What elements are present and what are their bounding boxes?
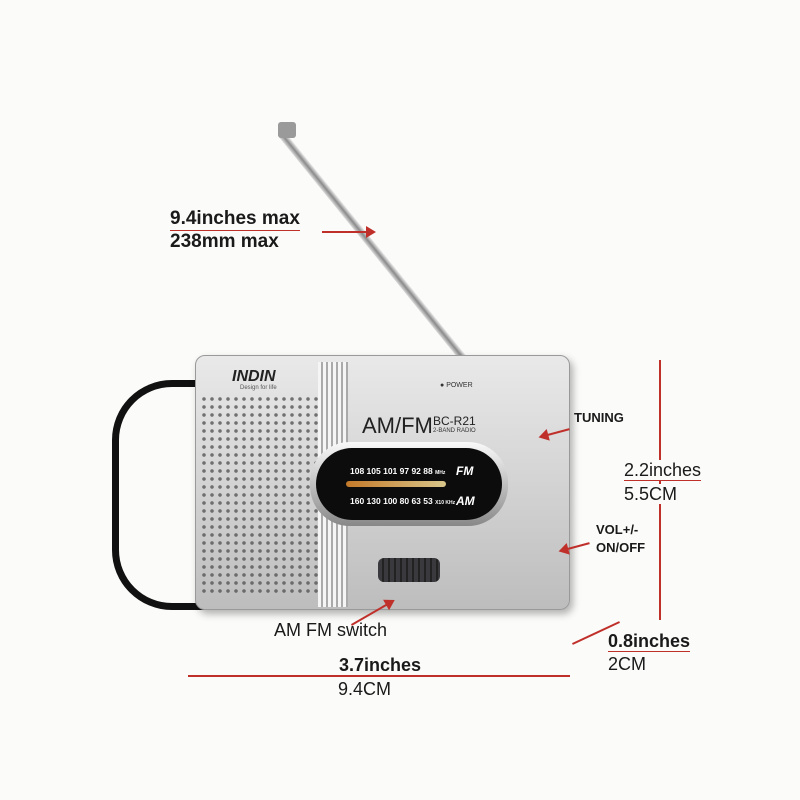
am-scale: 160 130 100 80 63 53 X10 KHz <box>350 496 455 506</box>
brand-logo: INDIN <box>232 368 276 385</box>
antenna-length-in: 9.4inches max <box>170 208 300 231</box>
model-number: BC-R21 <box>433 414 476 428</box>
depth-in: 0.8inches <box>608 631 691 652</box>
band-subtitle: 2-BAND RADIO <box>433 428 476 434</box>
height-cm: 5.5CM <box>624 484 678 504</box>
dial-window: 108 105 101 97 92 88 MHz FM 160 130 100 … <box>316 448 502 520</box>
telescopic-antenna <box>276 129 485 384</box>
volume-label: VOL+/- <box>596 522 639 537</box>
am-label: AM <box>456 494 475 508</box>
width-in: 3.7inches <box>335 655 426 676</box>
height-in: 2.2inches <box>624 460 702 481</box>
fm-label: FM <box>456 464 474 478</box>
width-dimension-line <box>188 675 570 677</box>
power-indicator: ● POWER <box>440 382 473 389</box>
am-scale-values: 160 130 100 80 63 53 <box>350 496 433 506</box>
antenna-arrow <box>322 226 376 238</box>
wrist-strap <box>112 380 222 610</box>
am-unit: X10 KHz <box>435 500 456 506</box>
power-label: POWER <box>446 382 473 389</box>
depth-cm: 2CM <box>608 654 647 674</box>
tuning-needle <box>346 481 446 487</box>
switch-label: AM FM switch <box>274 620 388 640</box>
antenna-tip <box>278 122 296 138</box>
fm-unit: MHz <box>435 470 446 476</box>
band-title: AM/FM <box>362 413 433 438</box>
tuning-dial: 108 105 101 97 92 88 MHz FM 160 130 100 … <box>310 442 508 526</box>
fm-scale-values: 108 105 101 97 92 88 <box>350 466 433 476</box>
antenna-length-mm: 238mm max <box>170 231 279 252</box>
brand-tagline: Design for life <box>240 385 277 391</box>
width-cm: 9.4CM <box>338 679 392 699</box>
am-fm-switch[interactable] <box>378 558 440 582</box>
volume-arrow <box>560 542 590 552</box>
onoff-label: ON/OFF <box>596 540 646 555</box>
speaker-grille <box>200 395 320 595</box>
fm-scale: 108 105 101 97 92 88 MHz <box>350 466 445 476</box>
tuning-label: TUNING <box>574 410 624 425</box>
